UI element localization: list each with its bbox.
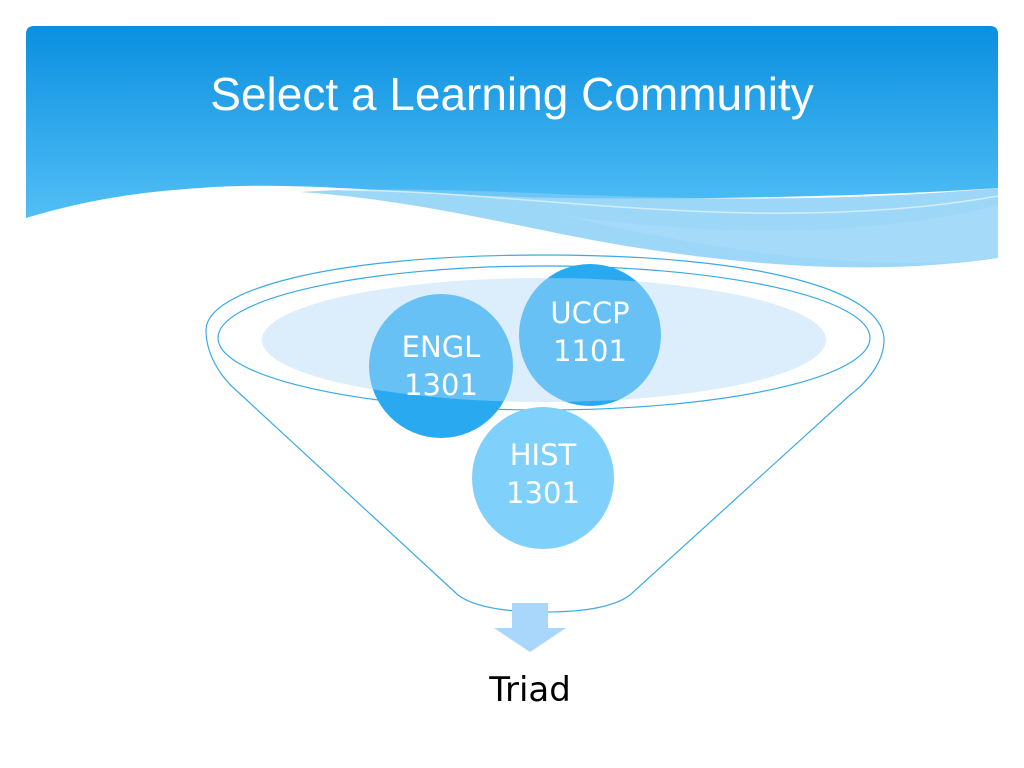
engl-label: ENGL 1301 — [401, 330, 481, 402]
output-label: Triad — [489, 670, 571, 710]
funnel-rim-overlay — [262, 278, 826, 402]
slide-title: Select a Learning Community — [210, 68, 814, 120]
circle-hist — [472, 407, 614, 549]
hist-label: HIST 1301 — [506, 438, 580, 510]
circle-uccp — [519, 264, 661, 406]
header-wave-line — [339, 189, 999, 214]
funnel-outline — [205, 254, 885, 613]
header-banner — [26, 26, 999, 268]
header-wave-pale — [560, 205, 998, 263]
uccp-label: UCCP 1101 — [550, 296, 630, 368]
header-background — [26, 26, 998, 218]
circle-engl — [369, 294, 513, 438]
down-arrow — [494, 603, 566, 652]
